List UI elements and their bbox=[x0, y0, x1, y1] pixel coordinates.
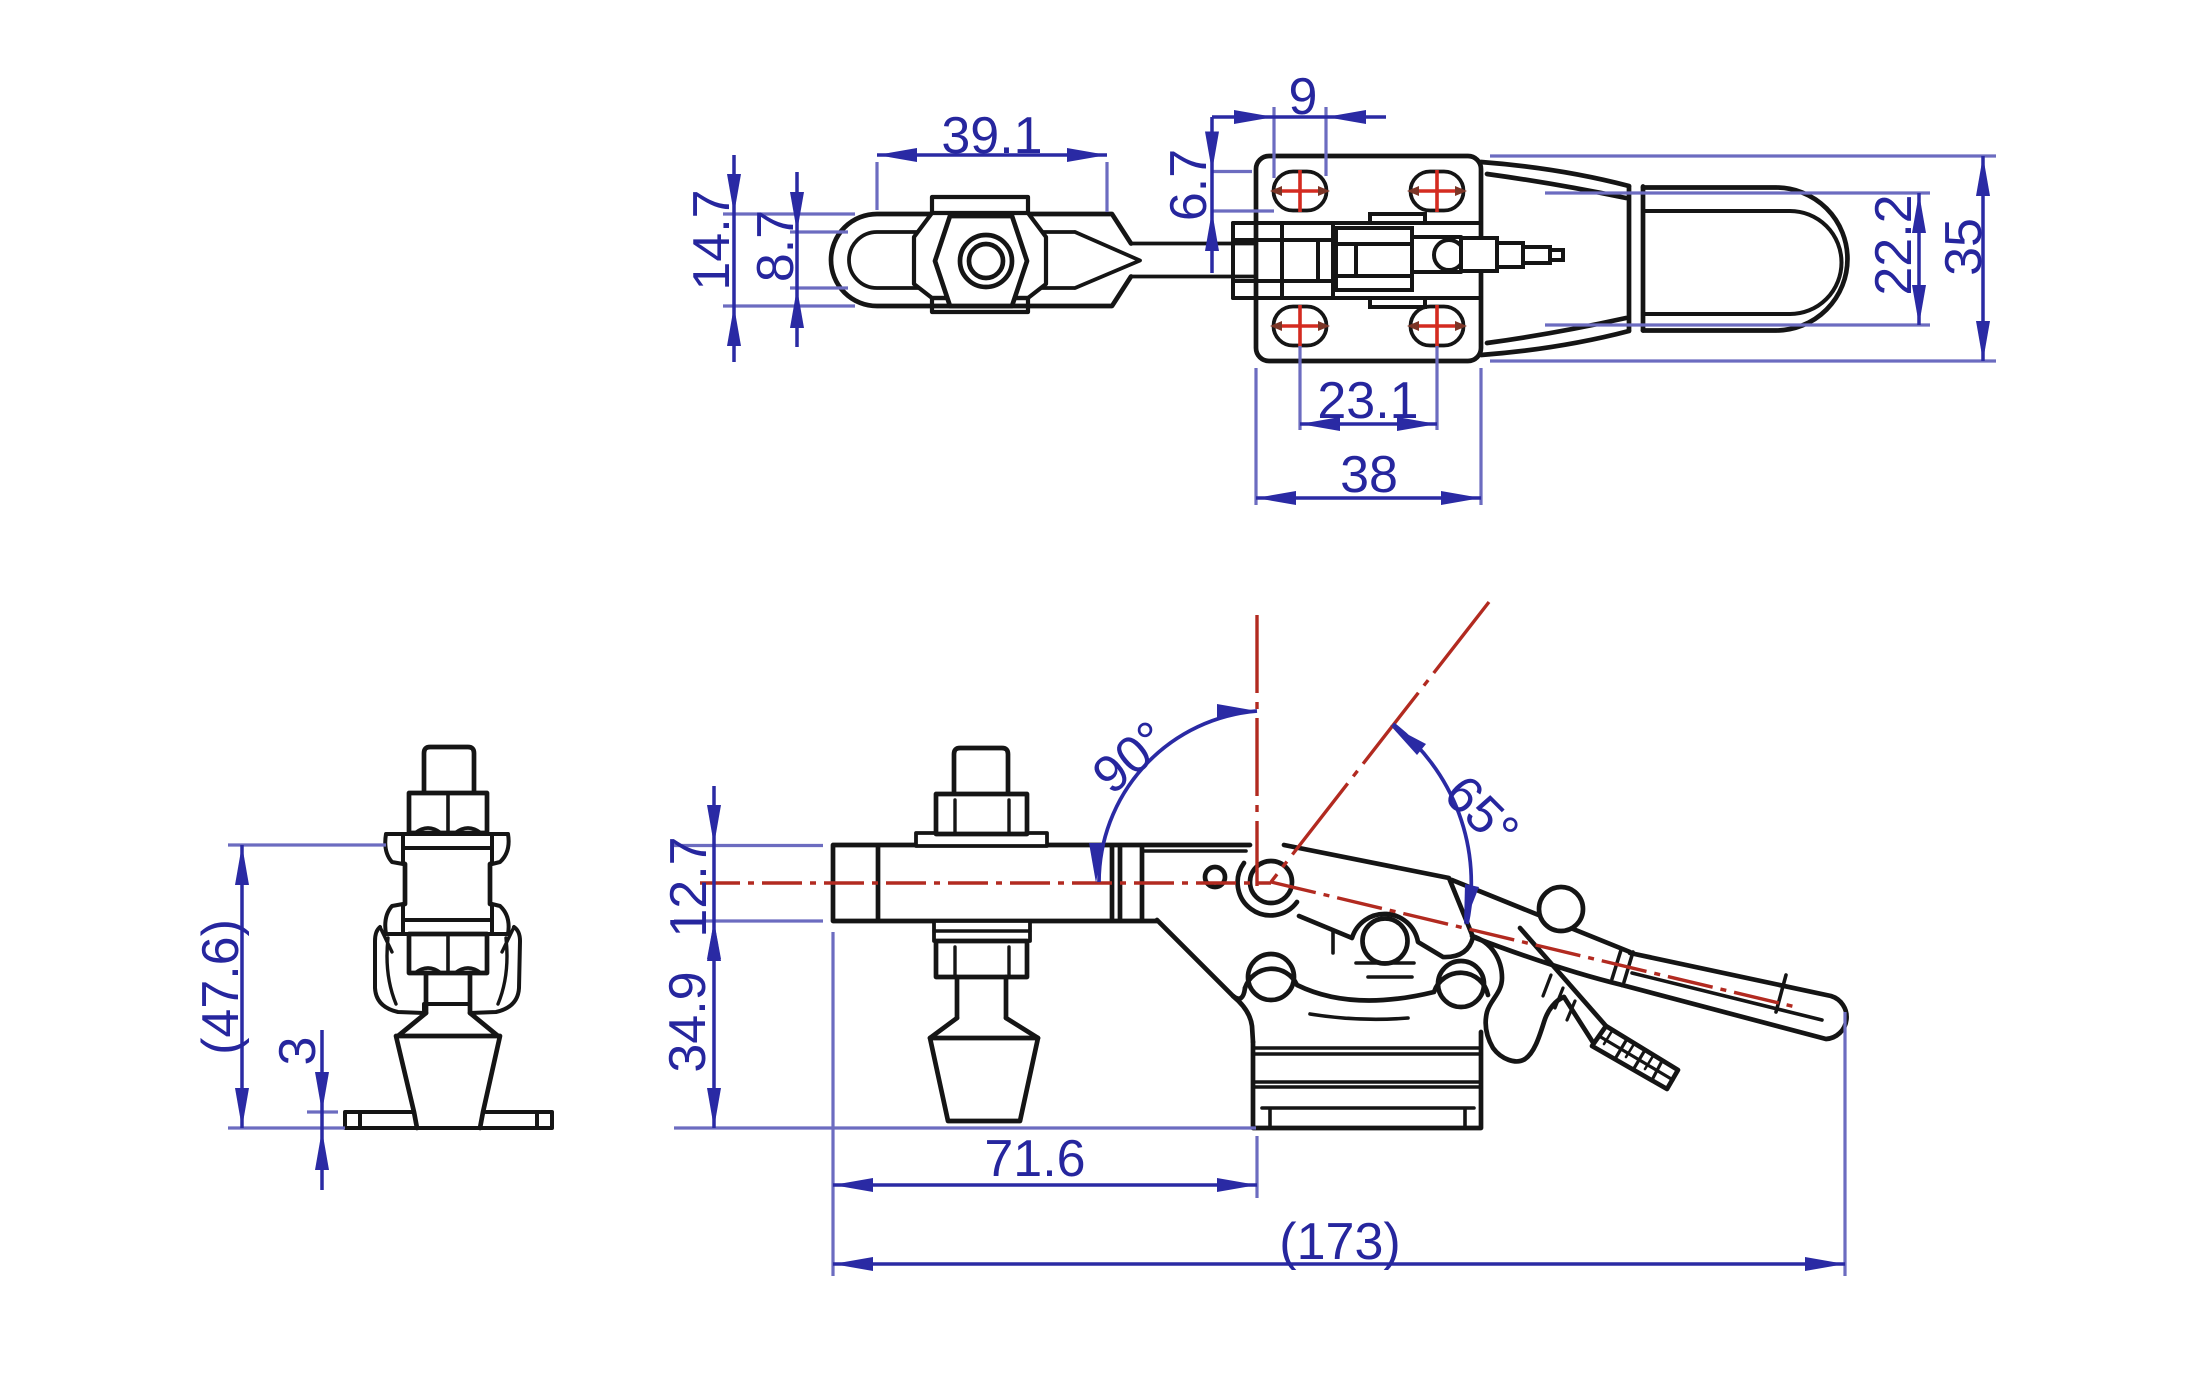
svg-text:34.9: 34.9 bbox=[659, 971, 717, 1072]
svg-text:8.7: 8.7 bbox=[747, 210, 805, 282]
svg-text:12.7: 12.7 bbox=[660, 836, 718, 937]
svg-text:23.1: 23.1 bbox=[1317, 372, 1418, 430]
svg-text:(47.6): (47.6) bbox=[192, 919, 250, 1055]
svg-text:(173): (173) bbox=[1279, 1213, 1400, 1271]
svg-text:6.7: 6.7 bbox=[1160, 149, 1218, 221]
svg-text:9: 9 bbox=[1289, 68, 1318, 126]
svg-text:22.2: 22.2 bbox=[1865, 194, 1923, 295]
svg-text:39.1: 39.1 bbox=[941, 107, 1042, 165]
svg-text:35: 35 bbox=[1935, 218, 1993, 276]
svg-text:71.6: 71.6 bbox=[984, 1130, 1085, 1188]
svg-text:38: 38 bbox=[1340, 446, 1398, 504]
svg-text:3: 3 bbox=[269, 1037, 327, 1066]
svg-text:14.7: 14.7 bbox=[683, 189, 741, 290]
